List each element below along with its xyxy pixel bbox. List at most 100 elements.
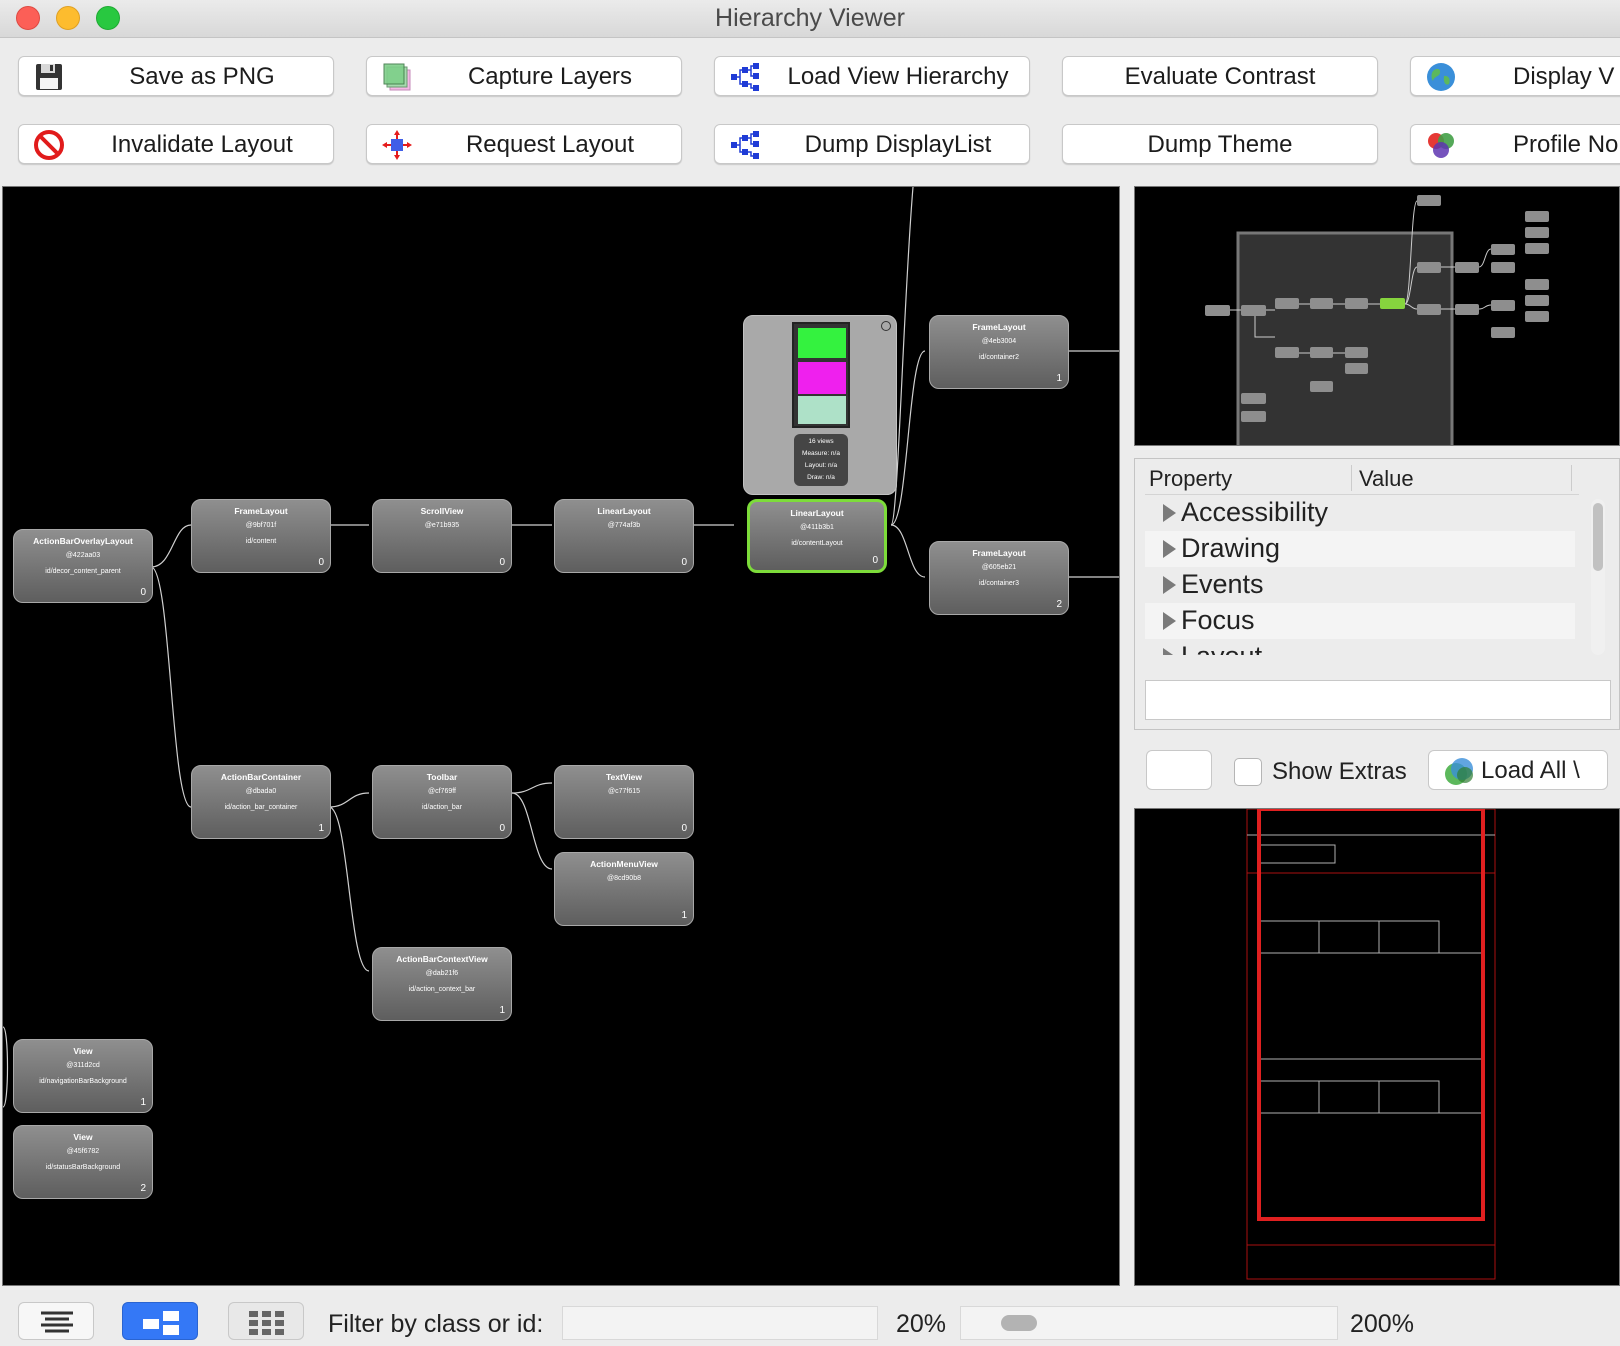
maximize-window-button[interactable] bbox=[96, 6, 120, 30]
preview-magenta-region bbox=[798, 362, 846, 394]
dump-displaylist-label: Dump DisplayList bbox=[804, 131, 992, 158]
node-index: 2 bbox=[1056, 599, 1062, 610]
node-class-name: Toolbar bbox=[426, 772, 458, 782]
node-framelayout-container3[interactable]: FrameLayout @605eb21 id/container3 2 bbox=[929, 541, 1069, 615]
show-extras-label[interactable]: Show Extras bbox=[1272, 758, 1407, 785]
evaluate-contrast-button[interactable]: Evaluate Contrast bbox=[1062, 56, 1378, 96]
node-textview[interactable]: TextView @c77f615 0 bbox=[554, 765, 694, 839]
node-class-name: FrameLayout bbox=[972, 548, 1026, 558]
extras-option-box[interactable] bbox=[1146, 750, 1212, 790]
layout-outline-view[interactable] bbox=[1134, 808, 1620, 1286]
properties-scrollbar[interactable] bbox=[1591, 499, 1605, 655]
tree-view-toggle[interactable] bbox=[18, 1302, 94, 1340]
node-linearlayout[interactable]: LinearLayout @774af3b 0 bbox=[554, 499, 694, 573]
node-class-name: TextView bbox=[605, 772, 643, 782]
filter-input[interactable] bbox=[562, 1306, 878, 1340]
node-index: 1 bbox=[499, 1005, 505, 1016]
preview-layout: Layout: n/a bbox=[804, 462, 838, 469]
minimize-window-button[interactable] bbox=[56, 6, 80, 30]
node-toolbar[interactable]: Toolbar @cf769ff id/action_bar 0 bbox=[372, 765, 512, 839]
load-all-views-button[interactable]: Load All \ bbox=[1428, 750, 1608, 790]
preview-green-region bbox=[798, 328, 846, 358]
node-view-navigationbar[interactable]: View @311d2cd id/navigationBarBackground… bbox=[13, 1039, 153, 1113]
node-actionbarcontainer[interactable]: ActionBarContainer @dbada0 id/action_bar… bbox=[191, 765, 331, 839]
expand-triangle-icon[interactable] bbox=[1163, 504, 1176, 522]
preview-options-icon[interactable] bbox=[881, 321, 891, 331]
node-class-name: FrameLayout bbox=[972, 322, 1026, 332]
value-column-header[interactable]: Value bbox=[1359, 466, 1414, 491]
property-category-label: Events bbox=[1181, 569, 1264, 599]
property-category-label: Drawing bbox=[1181, 533, 1281, 563]
node-id: id/statusBarBackground bbox=[45, 1164, 121, 1171]
node-actionmenuview[interactable]: ActionMenuView @8cd90b8 1 bbox=[554, 852, 694, 926]
node-id: id/contentLayout bbox=[791, 540, 843, 547]
display-view-button[interactable]: Display V bbox=[1410, 56, 1620, 96]
expand-triangle-icon[interactable] bbox=[1163, 576, 1176, 594]
node-hash: @dbada0 bbox=[245, 788, 277, 795]
property-row-drawing[interactable]: Drawing bbox=[1145, 531, 1575, 567]
grid-view-toggle[interactable] bbox=[228, 1302, 304, 1340]
invalidate-layout-button[interactable]: Invalidate Layout bbox=[18, 124, 334, 164]
node-actionbaroverlaylayout[interactable]: ActionBarOverlayLayout @422aa03 id/decor… bbox=[13, 529, 153, 603]
node-scrollview[interactable]: ScrollView @e71b935 0 bbox=[372, 499, 512, 573]
node-id: id/decor_content_parent bbox=[45, 568, 121, 575]
node-index: 0 bbox=[681, 557, 687, 568]
scrollbar-thumb[interactable] bbox=[1593, 503, 1603, 571]
no-entry-icon bbox=[34, 130, 64, 160]
preview-light-region bbox=[798, 396, 846, 424]
preview-draw: Draw: n/a bbox=[807, 474, 835, 481]
hierarchy-icon bbox=[731, 63, 759, 91]
node-hash: @8cd90b8 bbox=[607, 875, 641, 882]
expand-triangle-icon[interactable] bbox=[1163, 612, 1176, 630]
property-row-accessibility[interactable]: Accessibility bbox=[1145, 495, 1575, 531]
show-extras-checkbox[interactable] bbox=[1234, 758, 1262, 786]
property-row-layout[interactable]: Layout bbox=[1145, 639, 1575, 655]
node-hash: @cf769ff bbox=[428, 788, 456, 795]
node-id: id/action_context_bar bbox=[408, 986, 476, 993]
property-category-label: Focus bbox=[1181, 605, 1255, 635]
preview-phone-image bbox=[792, 322, 850, 428]
node-hash: @411b3b1 bbox=[800, 524, 834, 531]
hierarchy-graph[interactable]: ActionBarOverlayLayout @422aa03 id/decor… bbox=[2, 186, 1120, 1286]
node-actionbarcontextview[interactable]: ActionBarContextView @dab21f6 id/action_… bbox=[372, 947, 512, 1021]
property-row-focus[interactable]: Focus bbox=[1145, 603, 1575, 639]
node-id: id/container2 bbox=[978, 354, 1020, 361]
node-index: 1 bbox=[318, 823, 324, 834]
expand-triangle-icon[interactable] bbox=[1163, 540, 1176, 558]
close-window-button[interactable] bbox=[16, 6, 40, 30]
node-hash: @4eb3004 bbox=[981, 338, 1017, 345]
overview-minimap[interactable] bbox=[1134, 186, 1620, 446]
request-layout-label: Request Layout bbox=[465, 131, 635, 158]
capture-layers-button[interactable]: Capture Layers bbox=[366, 56, 682, 96]
preview-stats: 16 views Measure: n/a Layout: n/a Draw: … bbox=[794, 434, 848, 486]
zoom-slider[interactable] bbox=[960, 1306, 1338, 1340]
dump-displaylist-button[interactable]: Dump DisplayList bbox=[714, 124, 1030, 164]
request-layout-button[interactable]: Request Layout bbox=[366, 124, 682, 164]
node-class-name: ActionMenuView bbox=[590, 859, 658, 869]
graph-view-toggle[interactable] bbox=[122, 1302, 198, 1340]
node-view-statusbar[interactable]: View @45f6782 id/statusBarBackground 2 bbox=[13, 1125, 153, 1199]
layers-icon bbox=[383, 63, 411, 91]
node-hash: @c77f615 bbox=[607, 788, 641, 795]
list-icon bbox=[41, 1311, 73, 1333]
request-layout-icon bbox=[382, 130, 412, 160]
node-class-name: ActionBarContextView bbox=[396, 954, 488, 964]
evaluate-contrast-label: Evaluate Contrast bbox=[1124, 63, 1316, 90]
node-index: 0 bbox=[872, 555, 878, 566]
property-column-header[interactable]: Property bbox=[1149, 466, 1233, 491]
node-class-name: FrameLayout bbox=[234, 506, 288, 516]
profile-nodes-button[interactable]: Profile No bbox=[1410, 124, 1620, 164]
load-view-hierarchy-button[interactable]: Load View Hierarchy bbox=[714, 56, 1030, 96]
node-framelayout-content[interactable]: FrameLayout @9bf701f id/content 0 bbox=[191, 499, 331, 573]
zoom-slider-thumb[interactable] bbox=[1001, 1315, 1037, 1331]
dump-theme-button[interactable]: Dump Theme bbox=[1062, 124, 1378, 164]
save-as-png-button[interactable]: Save as PNG bbox=[18, 56, 334, 96]
property-filter-input[interactable] bbox=[1145, 680, 1611, 720]
property-row-events[interactable]: Events bbox=[1145, 567, 1575, 603]
node-framelayout-container2[interactable]: FrameLayout @4eb3004 id/container2 1 bbox=[929, 315, 1069, 389]
node-index: 0 bbox=[318, 557, 324, 568]
property-list: Accessibility Drawing Events Focus Layou… bbox=[1145, 495, 1575, 655]
node-class-name: ScrollView bbox=[420, 506, 464, 516]
expand-triangle-icon[interactable] bbox=[1163, 648, 1176, 655]
node-linearlayout-contentlayout-selected[interactable]: LinearLayout @411b3b1 id/contentLayout 0 bbox=[747, 499, 887, 573]
